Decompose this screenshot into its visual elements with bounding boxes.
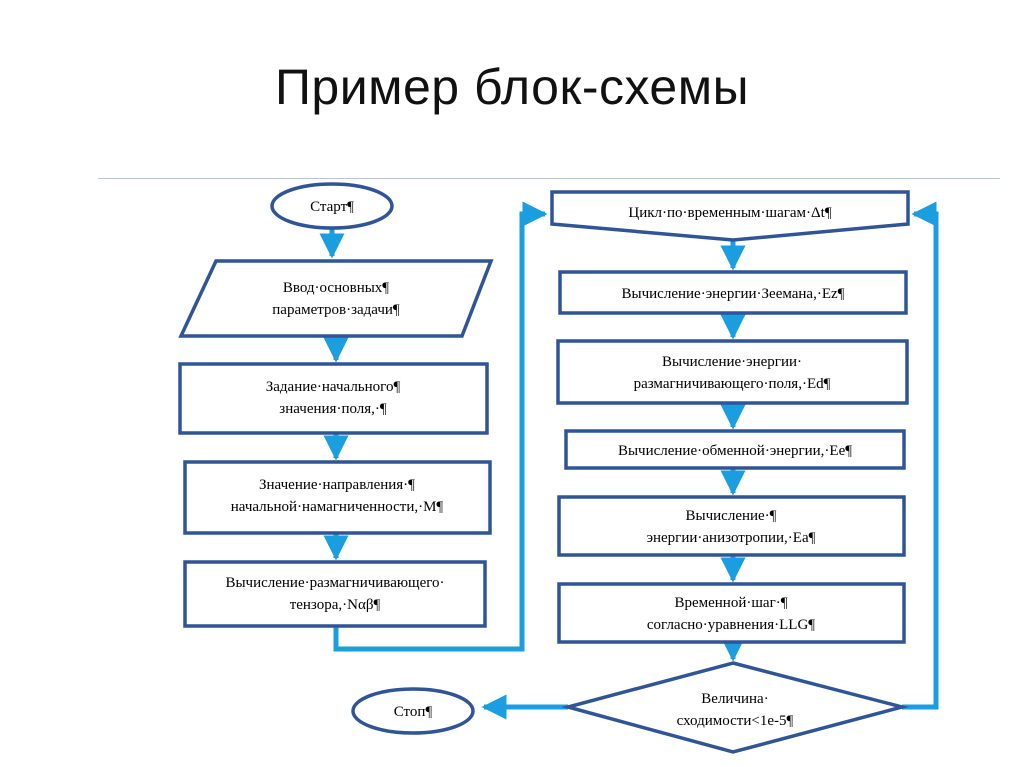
timestep-label-2: согласно·уравнения·LLG¶ [647,617,815,633]
initial-field-label-2: значения·поля,·¶ [279,401,387,417]
anisotropy-label-2: энергии·анизотропии,·Ea¶ [647,530,816,546]
convergence-decision [561,661,909,754]
arrow-tensor-loop [333,201,548,652]
divider-line [98,178,1000,179]
zeeman-label: Вычисление·энергии·Зеемана,·Ez¶ [622,286,845,302]
input-label-2: параметров·задачи¶ [272,302,400,318]
demag-block [556,339,909,405]
anisotropy-block [557,495,906,557]
input-label-1: Ввод·основных¶ [283,280,389,296]
tensor-label-2: тензора,·Nαβ¶ [290,597,381,613]
exchange-label: Вычисление·обменной·энергии,·Ee¶ [618,443,852,459]
tensor-block [183,560,487,628]
zeeman-block [558,270,908,315]
loop-block [550,190,910,242]
arrow-conv-loop [902,201,939,710]
exchange-block [564,429,906,470]
timestep-block [557,582,906,644]
slide-title: Пример блок-схемы [274,59,750,115]
magnetization-label-1: Значение·направления·¶ [259,477,415,493]
initial-field-label-1: Задание·начального¶ [266,379,401,395]
convergence-label-2: сходимости<1e-5¶ [677,713,794,729]
input-block [178,259,494,338]
anisotropy-label-1: Вычисление·¶ [686,508,777,524]
demag-label-1: Вычисление·энергии· [662,354,802,370]
start-label: Старт¶ [310,199,354,215]
magnetization-label-2: начальной·намагниченности,·M¶ [231,499,444,515]
loop-label: Цикл·по·временным·шагам·Δt¶ [628,205,831,221]
stop-terminal [351,687,475,735]
start-terminal [270,182,394,230]
magnetization-block [183,460,492,535]
timestep-label-1: Временной·шаг·¶ [674,595,787,611]
demag-label-2: размагничивающего·поля,·Ed¶ [634,376,831,392]
tensor-label-1: Вычисление·размагничивающего· [225,575,444,591]
initial-field-block [178,362,489,435]
convergence-label-1: Величина· [701,691,768,707]
stop-label: Стоп¶ [394,704,433,720]
